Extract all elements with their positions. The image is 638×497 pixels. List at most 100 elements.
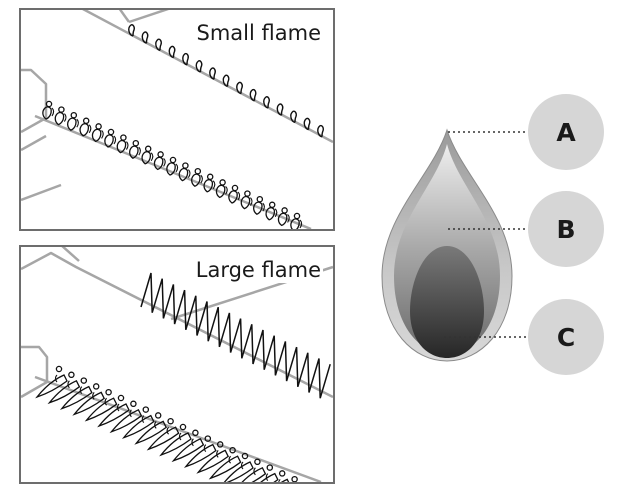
small-flame-tip <box>249 88 257 102</box>
burner-port <box>55 365 63 373</box>
burner-port <box>206 173 214 181</box>
port-flame <box>253 201 263 215</box>
burner-port <box>244 190 251 197</box>
burner-bracket <box>21 345 49 399</box>
port-flame-core <box>253 467 256 476</box>
burner-port <box>241 452 249 460</box>
burner-port <box>266 464 274 471</box>
port-flame <box>191 173 201 187</box>
burner-port <box>194 167 202 175</box>
port-flame <box>159 432 192 457</box>
zone-marker-a-label: A <box>556 117 576 147</box>
port-flame-core <box>54 374 58 383</box>
port-flame-core <box>191 438 194 447</box>
burner-port <box>293 212 301 220</box>
large-flame-panel: Large flame <box>19 245 335 484</box>
port-flame <box>91 128 102 143</box>
small-flame-tip <box>209 67 216 80</box>
port-flame-core <box>237 191 241 201</box>
port-flame-core <box>187 169 191 178</box>
port-flame-core <box>287 214 290 223</box>
port-flame <box>54 111 65 126</box>
port-flame-core <box>175 163 179 173</box>
flame-drawing <box>381 128 526 362</box>
small-flame-tip <box>317 124 324 138</box>
port-flame <box>116 139 127 154</box>
port-flame-core <box>225 186 228 195</box>
burner-port <box>281 207 288 214</box>
zone-marker-c-label: C <box>556 322 576 352</box>
port-flame <box>166 162 176 176</box>
port-flame-core <box>104 397 108 406</box>
burner-port <box>117 394 125 402</box>
port-flame-core <box>125 141 129 150</box>
burner-port <box>82 117 90 125</box>
port-flame <box>203 179 214 193</box>
port-flame <box>79 123 90 137</box>
small-flame-tip <box>168 45 176 59</box>
burner-port <box>144 145 152 153</box>
port-flame-core <box>228 455 232 464</box>
port-flame-core <box>216 450 219 458</box>
large-flame-illustration <box>21 247 333 482</box>
port-flame-core <box>63 113 67 122</box>
burner-port <box>254 458 261 466</box>
large-flame-label: Large flame <box>193 257 323 283</box>
flame-zones-diagram: A B C <box>372 94 638 386</box>
lower-port-row <box>42 100 303 229</box>
burner-port <box>70 111 78 119</box>
port-flame-core <box>129 409 132 418</box>
small-flame-tip <box>195 60 203 73</box>
burner-port <box>95 123 102 130</box>
burner-port <box>291 475 298 482</box>
burner-port <box>154 412 162 419</box>
port-flame <box>104 134 114 148</box>
burner-port <box>132 139 140 147</box>
burner-port <box>130 400 137 408</box>
port-flame-core <box>79 386 83 394</box>
port-flame-core <box>101 130 104 139</box>
burner-notch <box>61 247 80 262</box>
port-flame-core <box>92 392 95 400</box>
burner-port <box>179 423 187 431</box>
small-flame-tip <box>276 103 284 116</box>
burner-port <box>219 179 226 186</box>
port-flame-core <box>200 174 203 184</box>
port-flame <box>196 449 230 474</box>
small-flame-panel: Small flame <box>19 8 335 231</box>
zone-marker-c: C <box>528 299 604 375</box>
burner-port <box>204 435 212 442</box>
port-flame-core <box>76 118 79 128</box>
port-flame <box>178 167 189 182</box>
port-flame-core <box>116 403 120 412</box>
small-flame-tip <box>128 24 135 37</box>
upper-flame-row <box>128 24 324 138</box>
port-flame-core <box>265 473 269 481</box>
flame-inner-zone <box>410 246 484 358</box>
port-flame-core <box>166 426 170 435</box>
large-flame-zigzag <box>140 272 331 399</box>
port-flame-core <box>150 152 154 162</box>
small-flame-tip <box>263 96 270 109</box>
burner-port <box>157 151 164 158</box>
small-flame-tip <box>182 52 189 66</box>
small-flame-illustration <box>21 10 333 229</box>
small-flame-tip <box>222 74 230 88</box>
small-flame-tip <box>155 38 162 52</box>
port-flame <box>208 455 242 480</box>
burner-port <box>268 201 276 209</box>
burner-bracket-lower <box>21 134 47 152</box>
small-flame-tip <box>290 110 297 124</box>
port-flame <box>146 426 180 451</box>
zone-marker-a: A <box>528 94 604 170</box>
burner-port <box>68 371 75 379</box>
port-flame-core <box>240 461 244 470</box>
small-flame-tip <box>141 31 149 44</box>
burner-edge-upper <box>21 251 333 399</box>
port-flame <box>171 437 205 463</box>
burner-port <box>142 406 150 413</box>
burner-bracket <box>21 68 48 134</box>
port-flame-core <box>178 432 182 441</box>
port-flame <box>265 207 276 221</box>
burner-port <box>216 441 224 448</box>
